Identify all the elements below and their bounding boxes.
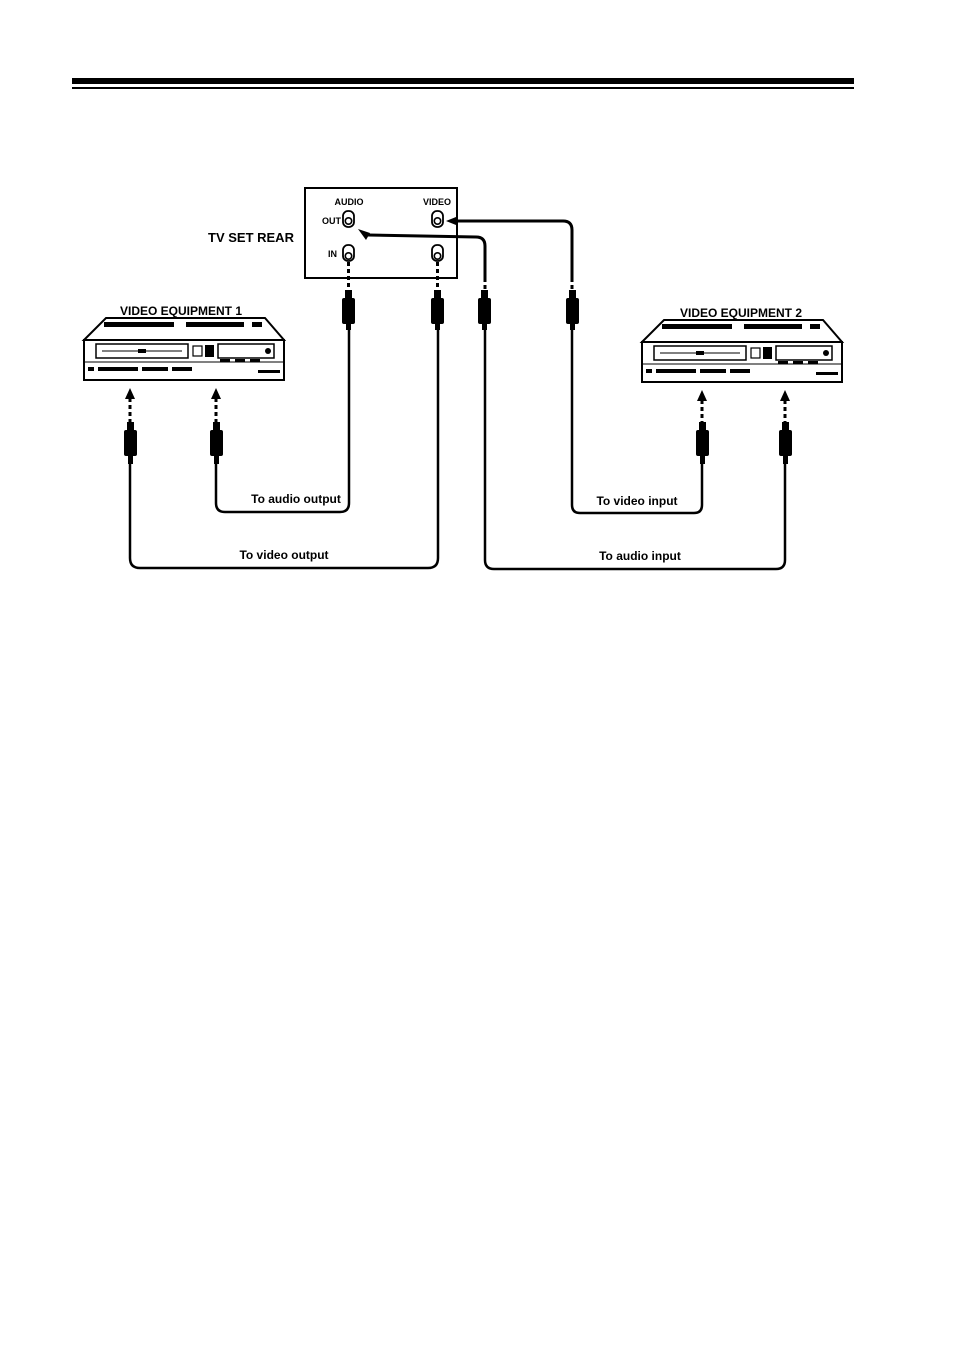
plug-eq2-audio-in xyxy=(779,422,792,464)
in-label: IN xyxy=(328,249,337,259)
tv-output-leads xyxy=(483,278,574,290)
tv-output-arrowheads xyxy=(358,217,456,240)
equipment-2-title: VIDEO EQUIPMENT 2 xyxy=(680,306,802,320)
cable-to-audio-input xyxy=(483,330,787,571)
equipment-side-plugs xyxy=(124,422,792,464)
cable-to-video-input xyxy=(570,330,704,515)
video-equipment-2 xyxy=(639,319,845,383)
audio-out-jack xyxy=(342,210,355,228)
video-equipment-1 xyxy=(81,317,287,381)
plug-eq1-audio-out xyxy=(210,422,223,464)
equipment-1-title: VIDEO EQUIPMENT 1 xyxy=(120,304,242,318)
cables xyxy=(128,330,787,571)
tv-output-cables xyxy=(367,219,574,278)
video-label: VIDEO xyxy=(423,197,451,207)
label-to-video-output: To video output xyxy=(239,548,328,562)
cable-to-audio-output xyxy=(214,330,351,514)
tv-rear-panel: AUDIO VIDEO OUT IN xyxy=(304,187,458,279)
header-rule xyxy=(72,78,854,89)
tv-set-rear-title: TV SET REAR xyxy=(208,230,295,245)
plug-eq1-video-out xyxy=(124,422,137,464)
label-to-audio-input: To audio input xyxy=(599,549,681,563)
video-out-jack xyxy=(431,210,444,228)
plug-audio-in xyxy=(342,290,355,330)
tv-side-plugs xyxy=(342,290,579,330)
plug-audio-out xyxy=(478,290,491,330)
equipment-arrows xyxy=(125,388,790,422)
plug-eq2-video-in xyxy=(696,422,709,464)
plug-video-in xyxy=(431,290,444,330)
tv-input-leads xyxy=(347,262,439,290)
out-label: OUT xyxy=(322,216,342,226)
plug-video-out xyxy=(566,290,579,330)
label-to-video-input: To video input xyxy=(596,494,677,508)
video-in-jack xyxy=(431,244,444,262)
label-to-audio-output: To audio output xyxy=(251,492,341,506)
audio-label: AUDIO xyxy=(335,197,364,207)
audio-in-jack xyxy=(342,244,355,262)
cable-to-video-output xyxy=(128,330,440,570)
